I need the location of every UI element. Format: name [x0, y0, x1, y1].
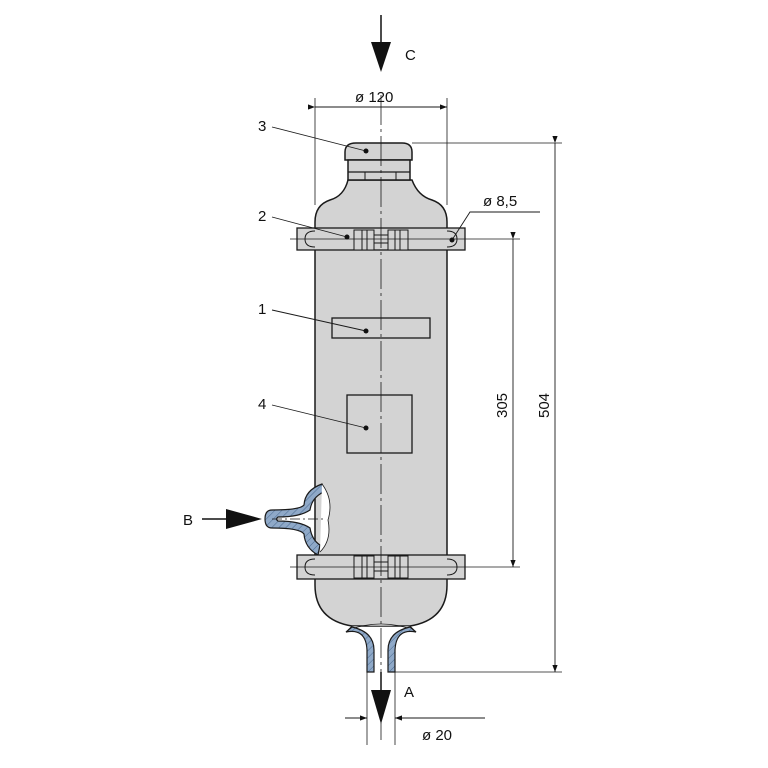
label-b: B	[183, 512, 193, 529]
dim-outlet-diameter: ø 20	[422, 727, 452, 744]
callout-4: 4	[258, 396, 266, 413]
flow-arrow-c	[371, 15, 391, 72]
dim-hole-diameter: ø 8,5	[483, 193, 517, 210]
label-c: C	[405, 47, 416, 64]
cap-ring	[347, 159, 411, 181]
dim-body-diameter: ø 120	[355, 89, 393, 106]
flow-arrow-a	[371, 672, 391, 724]
sensor-plate	[346, 394, 413, 454]
callout-2: 2	[258, 208, 266, 225]
dimension-lines	[307, 104, 558, 721]
construction-lines	[272, 95, 562, 745]
callout-3: 3	[258, 118, 266, 135]
callout-leaders	[271, 126, 367, 429]
dim-clamp-spacing: 305	[494, 393, 511, 418]
label-a: A	[404, 684, 414, 701]
bottom-outlet	[345, 623, 417, 673]
side-inlet	[264, 483, 331, 556]
callout-1: 1	[258, 301, 266, 318]
flow-arrow-b	[202, 509, 262, 529]
dim-overall-height: 504	[536, 393, 553, 418]
cap	[344, 142, 413, 161]
